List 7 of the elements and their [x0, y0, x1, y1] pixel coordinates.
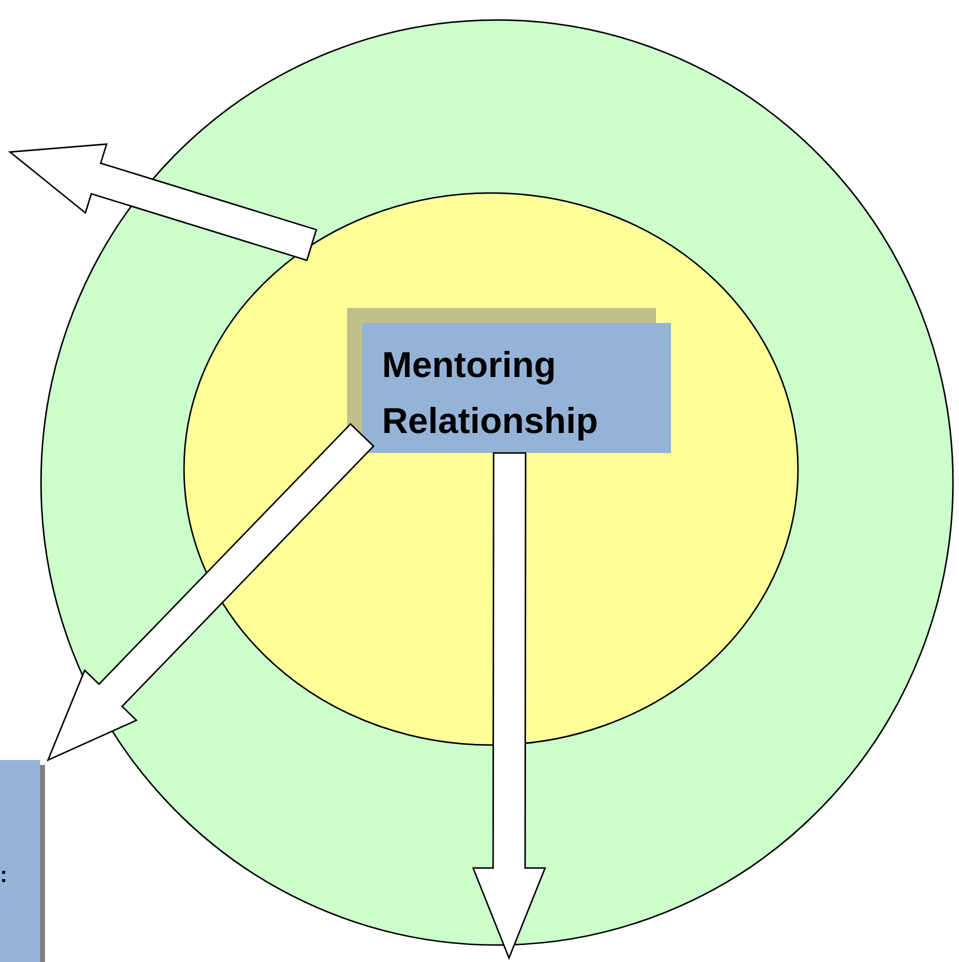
label-box: [362, 323, 671, 453]
box-text: :: [0, 864, 8, 886]
block-arrow: [46, 422, 375, 762]
block-arrow: [472, 452, 546, 960]
box-text: Mentoring Relationship: [382, 343, 600, 443]
block-arrow: [8, 143, 318, 262]
side-box: [0, 760, 40, 962]
